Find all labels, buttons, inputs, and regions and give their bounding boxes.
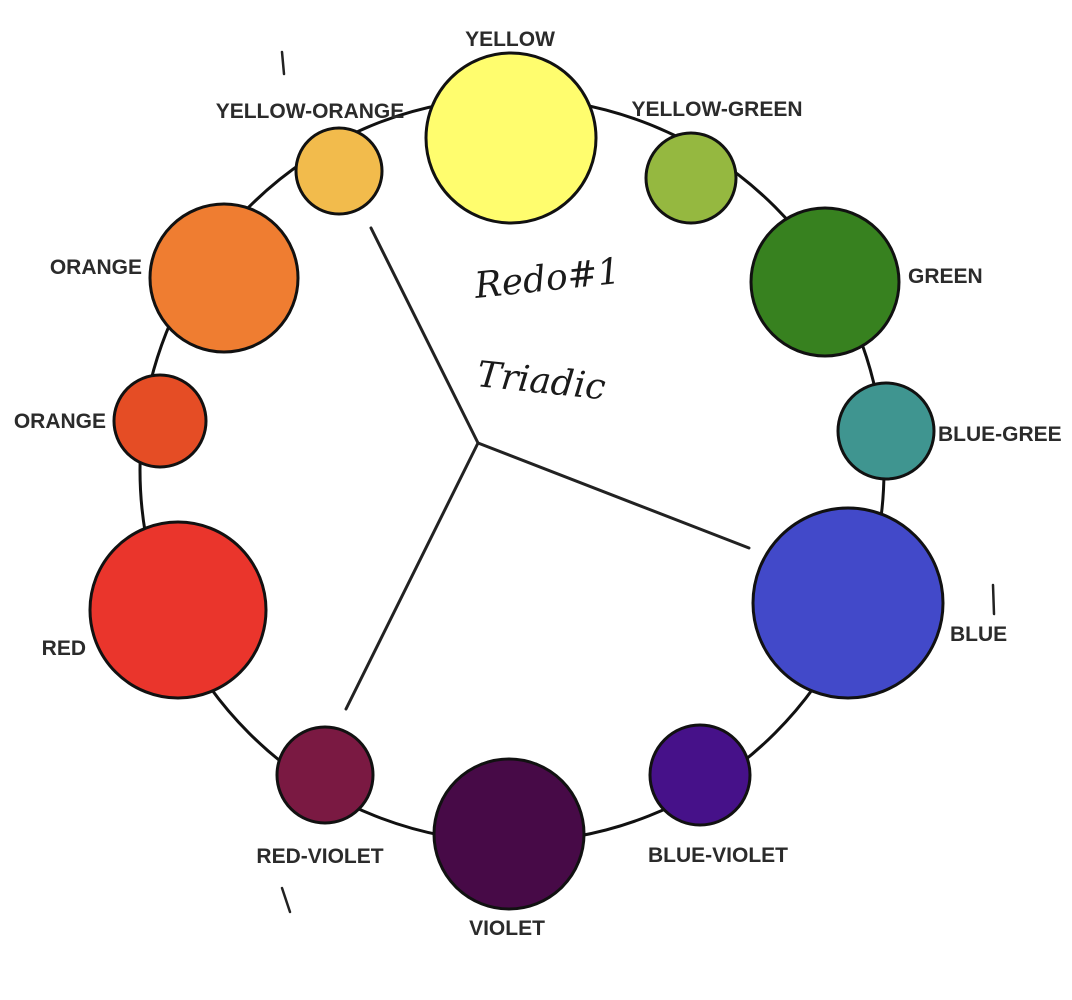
handwritten-subtitle: Triadic xyxy=(475,354,608,408)
color-circle-blue xyxy=(751,506,945,700)
tick-mark-red-violet xyxy=(280,886,292,914)
color-circle-yellow-orange xyxy=(294,126,384,216)
color-circle-yellow-green xyxy=(644,131,738,225)
label-blue: BLUE xyxy=(950,623,1007,646)
label-orange: ORANGE xyxy=(50,256,142,279)
label-violet: VIOLET xyxy=(469,917,545,940)
color-circle-orange xyxy=(148,202,300,354)
label-green: GREEN xyxy=(908,265,983,288)
color-circle-green xyxy=(749,206,901,358)
label-red-orange: ORANGE xyxy=(14,410,106,433)
label-yellow-orange: YELLOW-ORANGE xyxy=(216,100,405,123)
tick-mark-blue xyxy=(991,583,996,616)
label-yellow: YELLOW xyxy=(465,28,555,51)
triad-spoke-yellow-orange xyxy=(369,226,480,445)
color-circle-red-orange xyxy=(112,373,208,469)
color-circle-yellow xyxy=(424,51,598,225)
color-circle-red xyxy=(88,520,268,700)
handwritten-title: Redo#1 xyxy=(472,251,623,307)
color-circle-blue-green xyxy=(836,381,936,481)
color-circle-blue-violet xyxy=(648,723,752,827)
label-blue-green: BLUE-GREE xyxy=(938,423,1062,446)
label-red-violet: RED-VIOLET xyxy=(256,845,383,868)
color-circle-violet xyxy=(432,757,586,911)
triad-spoke-red-violet xyxy=(344,441,480,711)
label-red: RED xyxy=(42,637,86,660)
tick-mark-yellow-orange xyxy=(280,50,286,76)
label-blue-violet: BLUE-VIOLET xyxy=(648,844,788,867)
label-yellow-green: YELLOW-GREEN xyxy=(631,98,802,121)
color-circle-red-violet xyxy=(275,725,375,825)
triad-spoke-blue xyxy=(476,441,751,550)
